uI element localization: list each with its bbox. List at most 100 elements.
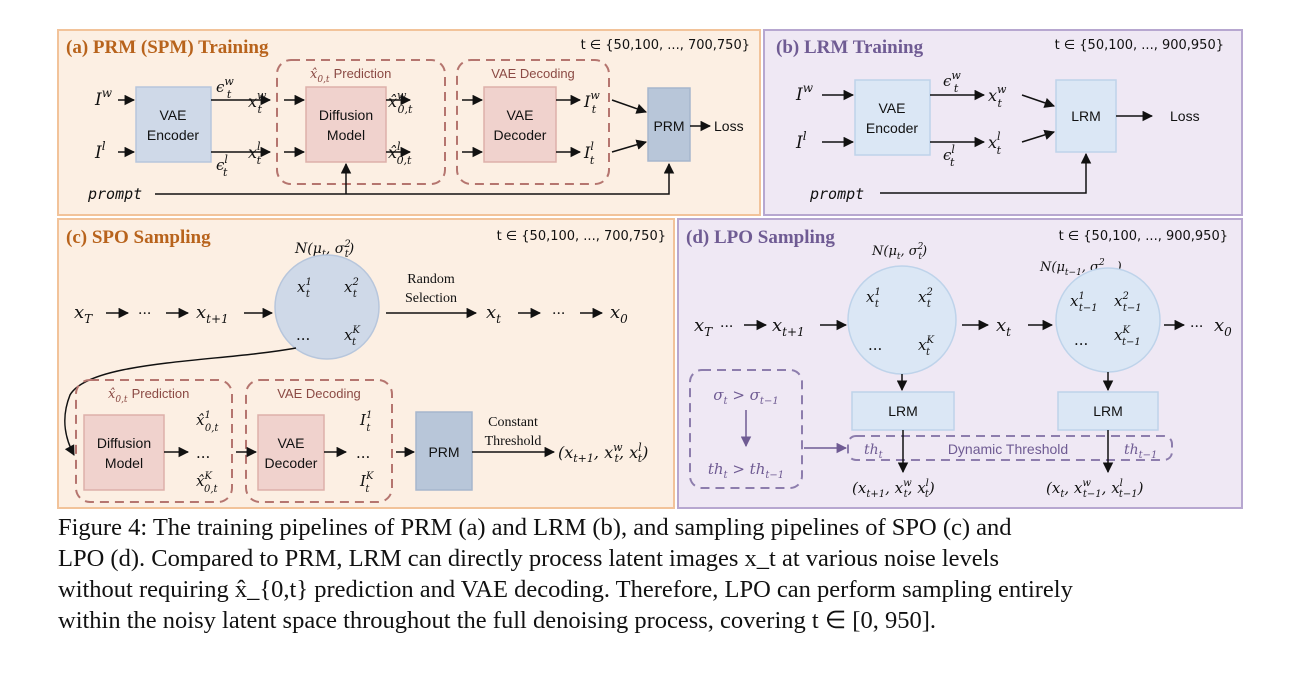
x-t1-c: xt+1	[196, 302, 229, 326]
caption-line-4: within the noisy latent space throughout…	[58, 607, 936, 634]
prm-box-c	[415, 411, 473, 491]
xhat-dots-c: ...	[196, 444, 210, 462]
panel-d-background	[677, 218, 1243, 509]
dots-d-1: ···	[720, 319, 733, 335]
random-selection-line1: Random	[407, 272, 455, 287]
input-image-w: Iw	[94, 86, 113, 110]
I-dots-c: ...	[356, 444, 370, 462]
vae-encoder-b	[854, 79, 931, 156]
vae-decoding-group-a	[456, 59, 610, 185]
figure-caption: Figure 4: The training pipelines of PRM …	[58, 512, 1248, 636]
constant-threshold-line1: Constant	[488, 415, 538, 430]
vae-encoder-b-line1: VAE	[879, 100, 906, 116]
candidate-d1-dots: ...	[868, 336, 882, 354]
panel-d-t-range: t ∈ {50,100, ..., 900,950}	[1059, 229, 1228, 244]
th-t-label: tht	[864, 442, 884, 461]
constant-threshold-line2: Threshold	[485, 434, 542, 449]
vae-decoder-c-line2: Decoder	[265, 455, 318, 471]
panel-d: (d) LPO Sampling t ∈ {50,100, ..., 900,9…	[677, 218, 1243, 509]
prm-label-c: PRM	[428, 444, 459, 460]
dots-c-2: ···	[552, 306, 565, 322]
panel-c: (c) SPO Sampling t ∈ {50,100, ..., 700,7…	[57, 218, 675, 509]
vae-decoding-label-a: VAE Decoding	[491, 66, 575, 81]
vae-decoder-c-line1: VAE	[278, 435, 305, 451]
prm-box-a	[647, 87, 691, 162]
vae-decoder-a-line1: VAE	[507, 107, 534, 123]
input-image-w-b: Iw	[795, 81, 814, 105]
normal-dist-c: N(μt, σ2t)	[294, 239, 354, 260]
x-T-d: xT	[694, 315, 713, 339]
input-image-l-b: Il	[795, 129, 807, 153]
x-t-c: xt	[486, 302, 501, 326]
prompt-b: prompt	[809, 185, 864, 203]
vae-encoder-a-line1: VAE	[160, 107, 187, 123]
lrm-label-b: LRM	[1071, 108, 1101, 124]
diffusion-model-a-line2: Model	[327, 127, 365, 143]
candidate-circle-d-1	[847, 265, 957, 375]
candidate-circle-d-2	[1055, 267, 1161, 373]
caption-line-3: without requiring x̂_{0,t} prediction an…	[58, 576, 1073, 603]
panel-c-title: (c) SPO Sampling	[66, 227, 211, 248]
lrm-box-b	[1055, 79, 1117, 153]
vae-encoder-b-line2: Encoder	[866, 120, 918, 136]
prm-label-a: PRM	[653, 118, 684, 134]
caption-line-2: LPO (d). Compared to PRM, LRM can direct…	[58, 545, 1000, 572]
dynamic-threshold-bar	[847, 435, 1173, 461]
sigma-condition: σt > σt−1	[713, 386, 778, 407]
diffusion-model-c-line2: Model	[105, 455, 143, 471]
x-0-c: x0	[610, 302, 628, 326]
vae-decoder-c	[257, 414, 325, 491]
x-t1-d: xt+1	[772, 315, 805, 339]
diffusion-model-c-line1: Diffusion	[97, 435, 151, 451]
vae-decoder-a-line2: Decoder	[494, 127, 547, 143]
dots-d-2: ···	[1190, 319, 1203, 335]
caption-line-1: Figure 4: The training pipelines of PRM …	[58, 514, 1012, 541]
panel-c-t-range: t ∈ {50,100, ..., 700,750}	[497, 229, 666, 244]
dots-c-1: ···	[138, 306, 151, 322]
input-image-l: Il	[94, 139, 106, 163]
candidate-dots-c: ...	[296, 326, 310, 344]
diffusion-model-c	[83, 414, 165, 491]
x-T-c: xT	[74, 302, 93, 326]
panel-b-background	[763, 29, 1243, 216]
th-t1-label: tht−1	[1124, 442, 1157, 461]
vae-decoding-group-c	[245, 379, 393, 503]
th-condition: tht > tht−1	[708, 460, 784, 481]
loss-a: Loss	[714, 118, 744, 134]
vae-decoding-label-c: VAE Decoding	[277, 386, 361, 401]
candidate-d2-dots: ...	[1074, 331, 1088, 349]
panel-b-title: (b) LRM Training	[776, 37, 924, 58]
panel-a: (a) PRM (SPM) Training t ∈ {50,100, ...,…	[57, 29, 761, 216]
panel-d-title: (d) LPO Sampling	[686, 227, 835, 248]
panel-b: (b) LRM Training t ∈ {50,100, ..., 900,9…	[763, 29, 1243, 216]
panel-a-title: (a) PRM (SPM) Training	[66, 37, 269, 58]
x-t-d: xt	[996, 315, 1011, 339]
lrm-label-d-2: LRM	[1093, 403, 1123, 419]
x0-prediction-group-a	[276, 59, 446, 185]
loss-b: Loss	[1170, 108, 1200, 124]
vae-encoder-a	[135, 86, 212, 163]
